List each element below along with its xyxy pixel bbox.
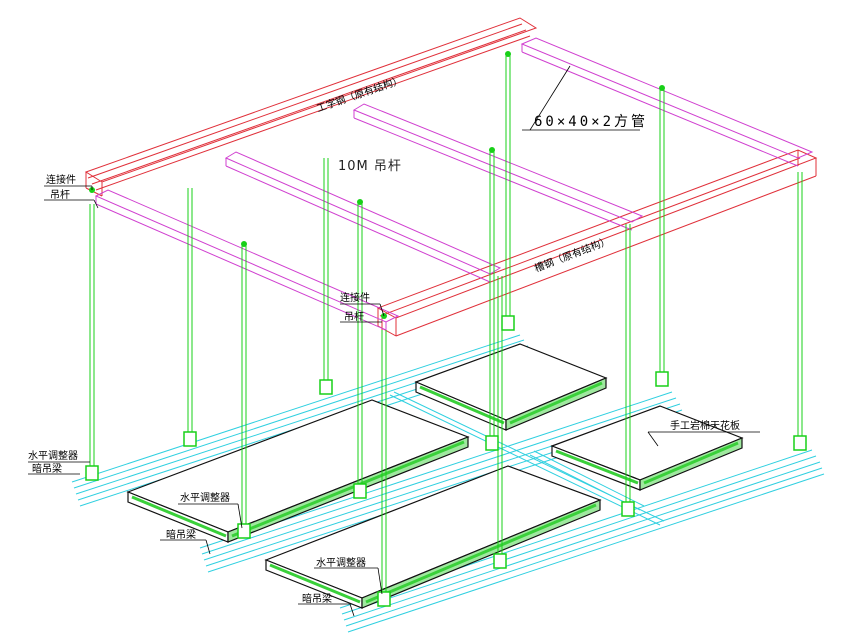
rod-4 — [323, 158, 329, 384]
leveler-5 — [353, 483, 367, 499]
leveler-10 — [621, 501, 635, 517]
connector-dots — [89, 51, 665, 319]
rod-10 — [625, 224, 631, 506]
leveler-2 — [183, 431, 197, 447]
tube-left — [94, 189, 400, 331]
label-connector-mid: 连接件 — [340, 291, 370, 304]
original-steel-structure — [84, 17, 818, 337]
hanger-rods — [89, 54, 803, 596]
panel-4 — [550, 405, 744, 491]
label-leveler-2: 水平调整器 — [180, 491, 230, 504]
ceiling-panels — [126, 343, 744, 609]
tube-3 — [352, 103, 644, 231]
channel-beam — [376, 149, 818, 337]
rod-5 — [357, 202, 363, 488]
panel-1 — [126, 399, 470, 543]
label-leveler-3: 水平调整器 — [316, 556, 366, 569]
rod-2 — [187, 188, 193, 436]
levelers — [85, 315, 807, 607]
label-connector-left: 连接件 — [46, 173, 76, 186]
label-square-tube: 60×40×2方管 — [534, 114, 648, 130]
label-rod-mid: 吊杆 — [344, 311, 364, 323]
rod-1 — [89, 204, 95, 470]
rod-6 — [381, 330, 387, 596]
leader-lines — [28, 65, 760, 617]
leveler-4 — [319, 379, 333, 395]
label-hidden-beam-3: 暗吊梁 — [302, 592, 332, 605]
rod-9 — [505, 54, 511, 320]
leveler-6 — [377, 591, 391, 607]
leveler-7 — [485, 435, 499, 451]
leveler-12 — [793, 435, 807, 451]
panel-2 — [264, 465, 602, 609]
i-beam — [84, 17, 538, 197]
label-hidden-beam-1: 暗吊梁 — [32, 462, 62, 475]
label-i-beam: 工字钢（原有结构） — [315, 73, 404, 115]
rod-7 — [489, 150, 495, 440]
rod-12 — [797, 172, 803, 440]
rod-3 — [241, 244, 247, 528]
label-hidden-beam-2: 暗吊梁 — [166, 528, 196, 541]
label-rod-10m: 10M 吊杆 — [338, 159, 402, 174]
leveler-11 — [655, 371, 669, 387]
rod-11 — [659, 88, 665, 376]
leveler-1 — [85, 465, 99, 481]
label-rod-left: 吊杆 — [50, 189, 70, 201]
square-tubes — [94, 37, 814, 331]
label-leveler-1: 水平调整器 — [28, 449, 78, 462]
tube-back — [520, 37, 814, 167]
label-ceiling-panel: 手工岩棉天花板 — [670, 419, 740, 432]
panel-3 — [414, 343, 608, 431]
leveler-8 — [493, 553, 507, 569]
leveler-3 — [237, 523, 251, 539]
leveler-9 — [501, 315, 515, 331]
